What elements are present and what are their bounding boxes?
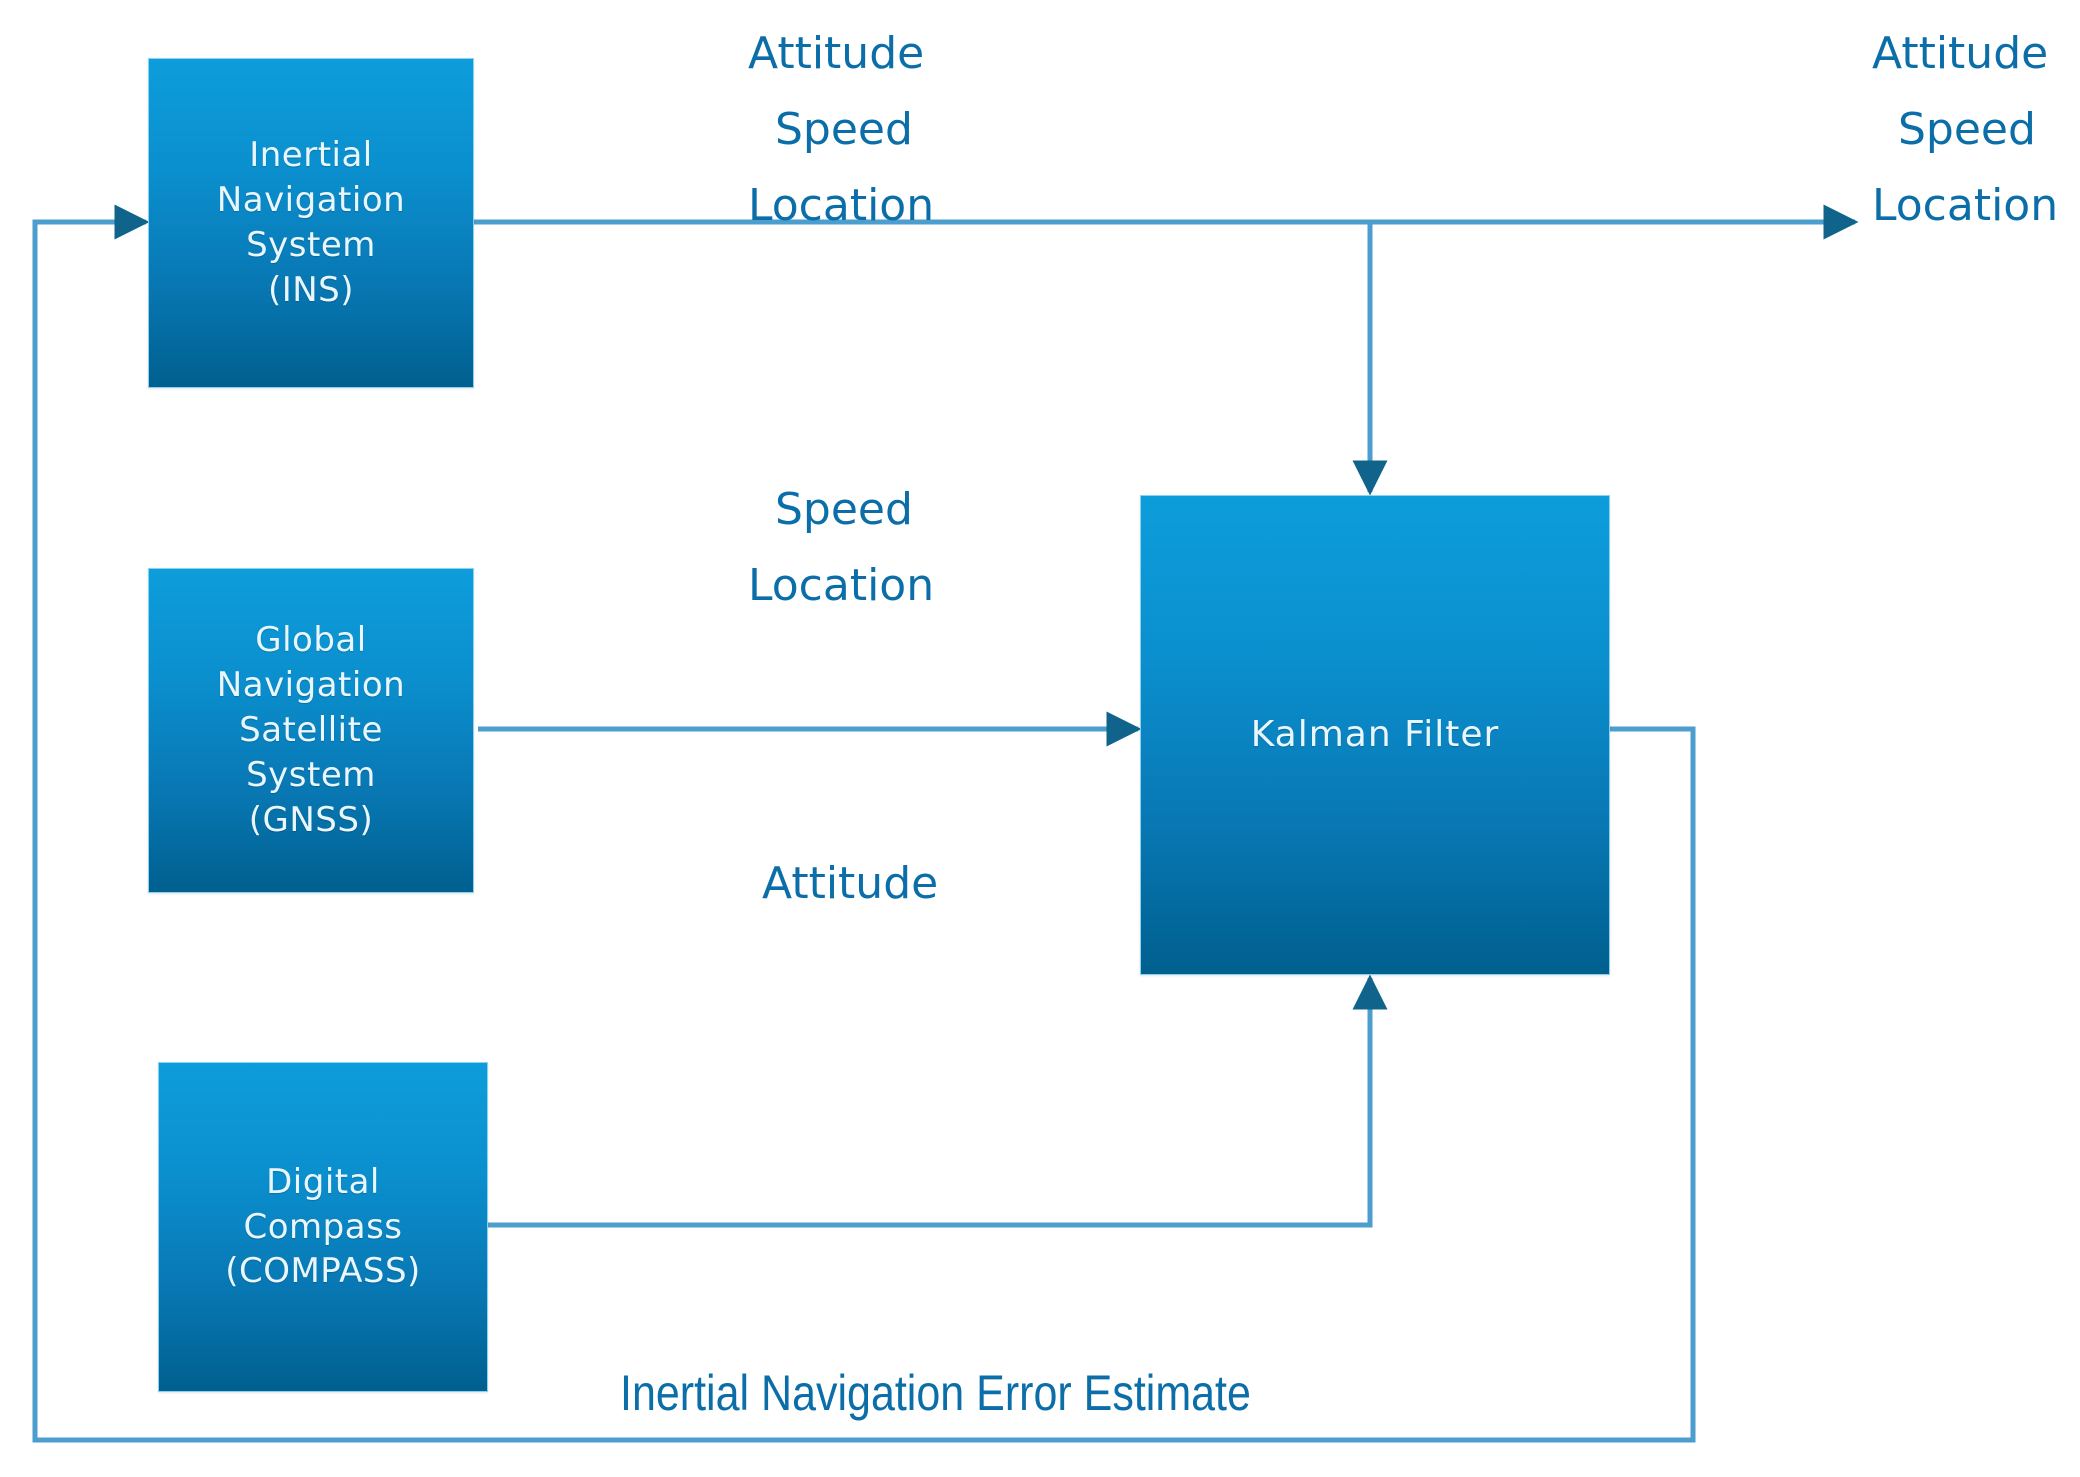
edge-label-ins-speed: Speed <box>775 104 913 155</box>
node-digital-compass[interactable]: Digital Compass (COMPASS) <box>158 1062 488 1392</box>
node-label-gnss: Global Navigation Satellite System (GNSS… <box>216 620 406 840</box>
node-kalman-filter[interactable]: Kalman Filter <box>1140 495 1610 975</box>
edge-label-ins-attitude: Attitude <box>748 28 925 79</box>
node-label-compass: Digital Compass (COMPASS) <box>225 1161 421 1292</box>
connector-compass-to-kalman <box>488 974 1388 1228</box>
edge-label-output-location: Location <box>1872 180 2059 231</box>
node-global-navigation-satellite-system[interactable]: Global Navigation Satellite System (GNSS… <box>148 568 474 893</box>
edge-label-feedback: Inertial Navigation Error Estimate <box>620 1365 1251 1421</box>
edge-label-output-speed: Speed <box>1898 104 2036 155</box>
edge-label-gnss-location: Location <box>748 560 935 611</box>
edge-label-ins-location: Location <box>748 180 935 231</box>
edge-label-output-attitude: Attitude <box>1872 28 2049 79</box>
node-inertial-navigation-system[interactable]: Inertial Navigation System (INS) <box>148 58 474 388</box>
edge-label-compass-attitude: Attitude <box>762 858 939 909</box>
edge-label-gnss-speed: Speed <box>775 484 913 535</box>
node-label-ins: Inertial Navigation System (INS) <box>216 135 406 310</box>
node-label-kalman-filter: Kalman Filter <box>1250 714 1500 756</box>
connector-feedback-loop <box>32 204 1696 1443</box>
